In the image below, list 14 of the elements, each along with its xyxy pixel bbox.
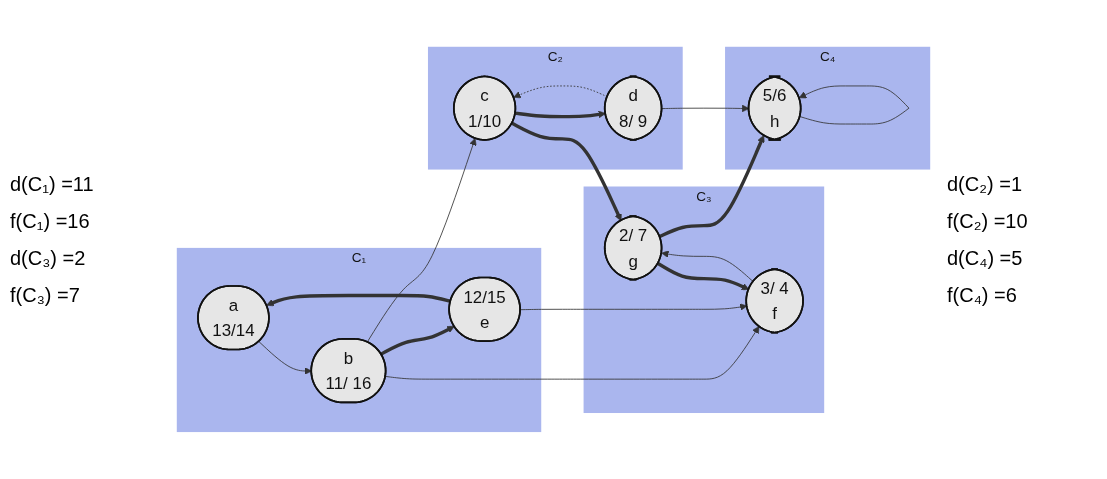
formula-label: d(C₄) =5 bbox=[947, 246, 1024, 270]
arrow bbox=[657, 262, 750, 291]
arrow bbox=[266, 293, 452, 307]
formula-label: d(C₂) =1 bbox=[947, 172, 1023, 196]
formula-label: d(C₁) =11 bbox=[10, 172, 95, 196]
arrow bbox=[659, 135, 765, 239]
arrow bbox=[515, 110, 606, 119]
arrow bbox=[511, 121, 622, 222]
formula-label: f(C₂) =10 bbox=[947, 209, 1029, 233]
formula-label: f(C₁) =16 bbox=[10, 209, 91, 233]
arrow bbox=[380, 326, 455, 356]
formula-label: f(C₄) =6 bbox=[947, 283, 1018, 307]
formula-label: d(C₃) =2 bbox=[10, 246, 87, 270]
formula-label: f(C₃) =7 bbox=[10, 283, 81, 307]
